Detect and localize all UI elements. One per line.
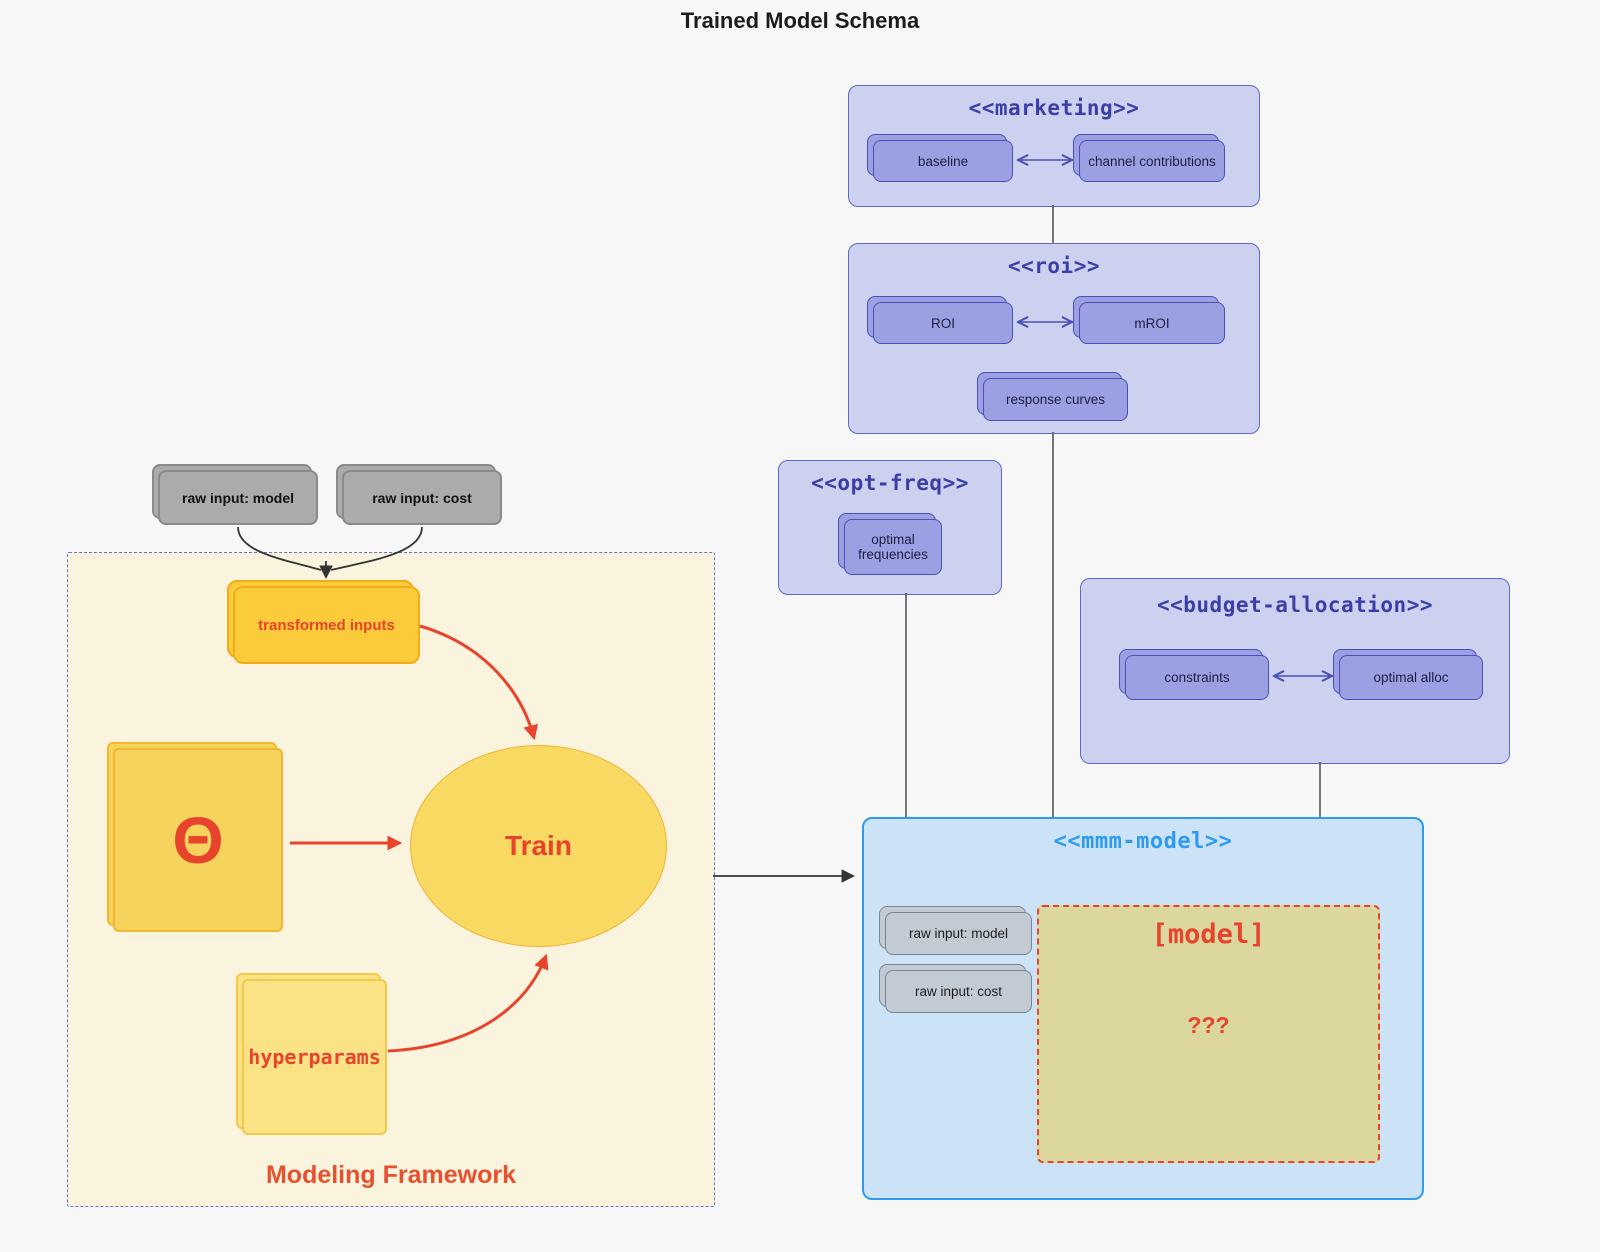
node-transformed-inputs: transformed inputs xyxy=(227,580,420,664)
node-optimal-alloc: optimal alloc xyxy=(1333,649,1483,700)
node-optimal-frequencies: optimal frequencies xyxy=(838,513,942,575)
node-transformed-inputs-label: transformed inputs xyxy=(233,586,420,664)
node-mmm-raw-input-cost-label: raw input: cost xyxy=(885,970,1032,1013)
node-hyperparams: hyperparams xyxy=(236,973,387,1135)
group-opt-freq-title: <<opt-freq>> xyxy=(811,471,969,495)
page-title: Trained Model Schema xyxy=(680,8,920,33)
node-channel-contributions: channel contributions xyxy=(1073,134,1225,182)
group-budget-allocation: <<budget-allocation>> constraints optima… xyxy=(1080,578,1510,764)
group-marketing: <<marketing>> baseline channel contribut… xyxy=(848,85,1260,207)
node-model-placeholder-unknown: ??? xyxy=(1187,1012,1230,1038)
node-raw-input-cost: raw input: cost xyxy=(336,464,502,525)
node-response-curves-label: response curves xyxy=(983,378,1128,421)
node-channel-contributions-label: channel contributions xyxy=(1079,140,1225,182)
node-model-placeholder-title: [model] xyxy=(1151,919,1266,950)
node-constraints: constraints xyxy=(1119,649,1269,700)
node-roi-label: ROI xyxy=(873,302,1013,344)
node-optimal-frequencies-label: optimal frequencies xyxy=(844,519,942,575)
node-hyperparams-label: hyperparams xyxy=(242,979,387,1135)
group-mmm-model-title: <<mmm-model>> xyxy=(1053,829,1233,854)
group-roi: <<roi>> ROI mROI response curves xyxy=(848,243,1260,434)
group-roi-title: <<roi>> xyxy=(1007,254,1100,278)
group-budget-allocation-title: <<budget-allocation>> xyxy=(1156,593,1433,617)
group-mmm-model: <<mmm-model>> raw input: model raw input… xyxy=(862,817,1424,1200)
node-mmm-raw-input-model: raw input: model xyxy=(879,906,1032,955)
node-baseline-label: baseline xyxy=(873,140,1013,182)
node-theta-label: Θ xyxy=(113,748,283,932)
node-theta: Θ xyxy=(107,742,283,932)
node-raw-input-model-label: raw input: model xyxy=(158,470,318,525)
modeling-framework-label: Modeling Framework xyxy=(265,1161,517,1189)
node-train: Train xyxy=(410,745,667,947)
node-mroi: mROI xyxy=(1073,296,1225,344)
node-optimal-alloc-label: optimal alloc xyxy=(1339,655,1483,700)
node-mmm-raw-input-model-label: raw input: model xyxy=(885,912,1032,955)
node-raw-input-cost-label: raw input: cost xyxy=(342,470,502,525)
node-mmm-raw-input-cost: raw input: cost xyxy=(879,964,1032,1013)
node-response-curves: response curves xyxy=(977,372,1128,421)
node-raw-input-model: raw input: model xyxy=(152,464,318,525)
group-opt-freq: <<opt-freq>> optimal frequencies xyxy=(778,460,1002,595)
node-roi: ROI xyxy=(867,296,1013,344)
node-baseline: baseline xyxy=(867,134,1013,182)
group-marketing-title: <<marketing>> xyxy=(968,96,1140,120)
node-mroi-label: mROI xyxy=(1079,302,1225,344)
node-train-label: Train xyxy=(505,830,572,861)
node-constraints-label: constraints xyxy=(1125,655,1269,700)
node-model-placeholder: [model] ??? xyxy=(1037,905,1380,1163)
